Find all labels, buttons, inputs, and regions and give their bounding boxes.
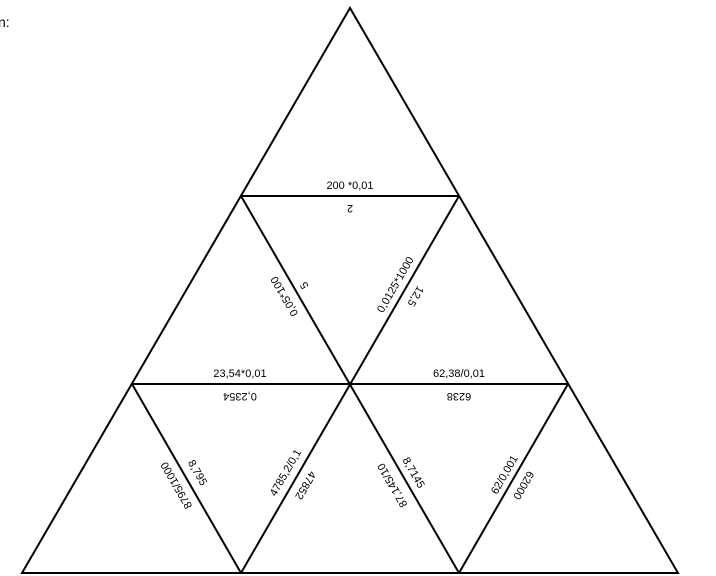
triangle-grid: [20, 6, 680, 574]
question-mid-left: 23,54*0,01: [213, 368, 266, 380]
answer-bottom-2: 47852: [292, 469, 318, 501]
question-top-mid: 200 *0,01: [326, 180, 373, 192]
answer-bottom-4: 62000: [510, 469, 536, 501]
inner-edge-bottom-left: [131, 383, 242, 574]
answer-bottom-3: 8,7145: [399, 455, 426, 490]
answer-mid-right: 6238: [447, 390, 471, 402]
inner-edge-bottom-right: [458, 383, 569, 574]
answer-mid-left: 0,2354: [223, 390, 257, 402]
question-mid-right: 62,38/0,01: [433, 368, 485, 380]
answer-left-inner: 5: [298, 279, 311, 290]
outer-triangle: [20, 6, 680, 574]
answer-top-mid: 2: [347, 202, 353, 214]
question-left-inner: 0,05*100: [269, 274, 301, 318]
answer-right-inner: 12,5: [405, 284, 426, 309]
inner-edge-right: [240, 195, 460, 574]
caption-fragment: n:: [0, 14, 10, 30]
